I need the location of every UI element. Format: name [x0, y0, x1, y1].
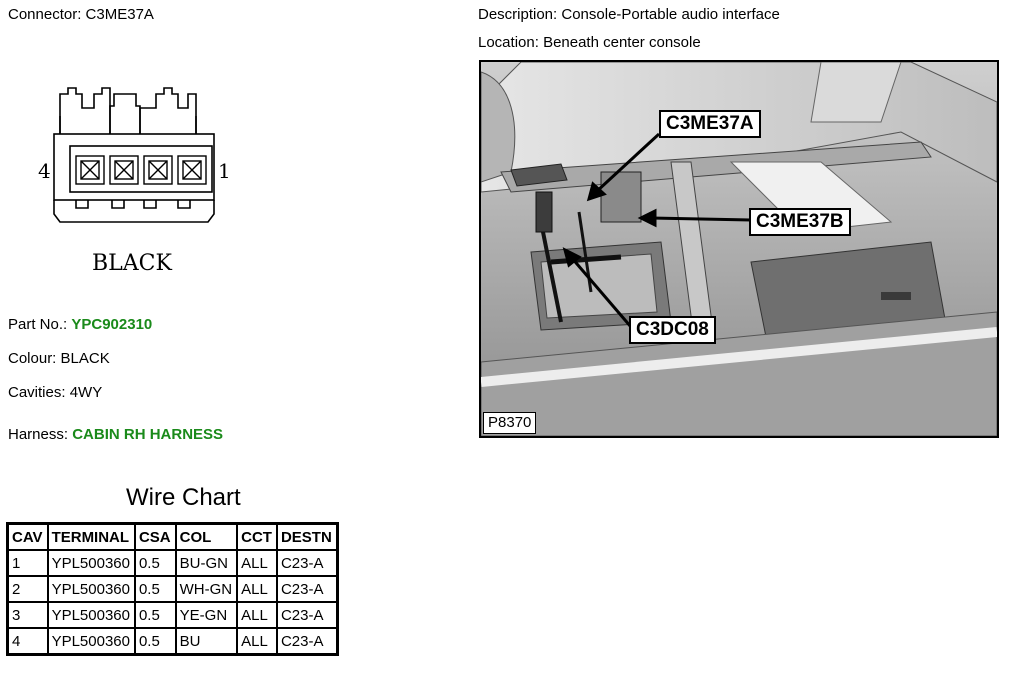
connector-value: C3ME37A — [85, 6, 154, 23]
header-cct: CCT — [236, 522, 278, 551]
cell-col: BU-GN — [174, 549, 239, 577]
header-csa: CSA — [133, 522, 177, 551]
cell-terminal: YPL500360 — [46, 627, 136, 656]
description-value: Console-Portable audio interface — [561, 6, 780, 23]
colour-label: Colour: — [8, 350, 57, 367]
location-value: Beneath center console — [543, 34, 701, 51]
table-row: 4 YPL500360 0.5 BU ALL C23-A — [6, 627, 339, 656]
cell-terminal: YPL500360 — [46, 575, 136, 603]
harness: Harness: CABIN RH HARNESS — [8, 426, 223, 443]
cell-csa: 0.5 — [133, 549, 177, 577]
callout-c3me37b: C3ME37B — [749, 208, 851, 236]
table-header-row: CAV TERMINAL CSA COL CCT DESTN — [6, 522, 339, 551]
table-row: 1 YPL500360 0.5 BU-GN ALL C23-A — [6, 549, 339, 577]
cell-cct: ALL — [236, 627, 278, 656]
cell-col: BU — [174, 627, 239, 656]
location-label: Location: — [478, 34, 539, 51]
table-row: 3 YPL500360 0.5 YE-GN ALL C23-A — [6, 601, 339, 629]
cavity-1 — [177, 155, 207, 185]
wire-chart-table: CAV TERMINAL CSA COL CCT DESTN 1 YPL5003… — [6, 522, 339, 656]
connector-cavities — [75, 155, 207, 185]
cavities: Cavities: 4WY — [8, 384, 102, 401]
cell-cct: ALL — [236, 601, 278, 629]
cell-terminal: YPL500360 — [46, 601, 136, 629]
cell-terminal: YPL500360 — [46, 549, 136, 577]
cell-cav: 1 — [6, 549, 49, 577]
connector-pinout-diagram: 4 1 BLACK — [38, 87, 231, 276]
cell-cct: ALL — [236, 575, 278, 603]
pin-label-left: 4 — [38, 159, 51, 183]
harness-link[interactable]: CABIN RH HARNESS — [72, 426, 224, 443]
cavities-value: 4WY — [69, 384, 103, 401]
table-row: 2 YPL500360 0.5 WH-GN ALL C23-A — [6, 575, 339, 603]
cell-cav: 4 — [6, 627, 49, 656]
harness-label: Harness: — [8, 426, 69, 443]
colour-value: BLACK — [60, 350, 110, 367]
connector-label: Connector: — [8, 6, 82, 23]
description-label: Description: — [478, 6, 558, 23]
header-col: COL — [174, 522, 239, 551]
cavity-4 — [75, 155, 105, 185]
part-number-link[interactable]: YPC902310 — [71, 316, 153, 333]
cavities-label: Cavities: — [8, 384, 66, 401]
location-photo: C3ME37A C3ME37B C3DC08 P8370 — [479, 60, 999, 438]
cell-cav: 2 — [6, 575, 49, 603]
cell-col: YE-GN — [174, 601, 239, 629]
colour: Colour: BLACK — [8, 350, 110, 367]
pin-label-right: 1 — [218, 159, 231, 183]
cell-destn: C23-A — [275, 575, 339, 603]
header-cav: CAV — [6, 522, 49, 551]
cavity-3 — [109, 155, 139, 185]
cell-col: WH-GN — [174, 575, 239, 603]
callout-c3me37a: C3ME37A — [659, 110, 761, 138]
cell-destn: C23-A — [275, 627, 339, 656]
part-number-label: Part No.: — [8, 316, 68, 333]
wire-chart-title: Wire Chart — [126, 484, 241, 511]
cell-csa: 0.5 — [133, 627, 177, 656]
header-destn: DESTN — [275, 522, 339, 551]
picture-id: P8370 — [483, 412, 537, 434]
cell-destn: C23-A — [275, 549, 339, 577]
callout-c3dc08: C3DC08 — [629, 316, 716, 344]
header-terminal: TERMINAL — [46, 522, 136, 551]
description: Description: Console-Portable audio inte… — [478, 6, 780, 23]
location: Location: Beneath center console — [478, 34, 701, 51]
connector-title: Connector: C3ME37A — [8, 6, 154, 23]
connector-color-label: BLACK — [92, 251, 172, 276]
cell-cct: ALL — [236, 549, 278, 577]
cavity-2 — [143, 155, 173, 185]
part-number: Part No.: YPC902310 — [8, 316, 152, 333]
cell-cav: 3 — [6, 601, 49, 629]
cell-destn: C23-A — [275, 601, 339, 629]
cell-csa: 0.5 — [133, 575, 177, 603]
cell-csa: 0.5 — [133, 601, 177, 629]
